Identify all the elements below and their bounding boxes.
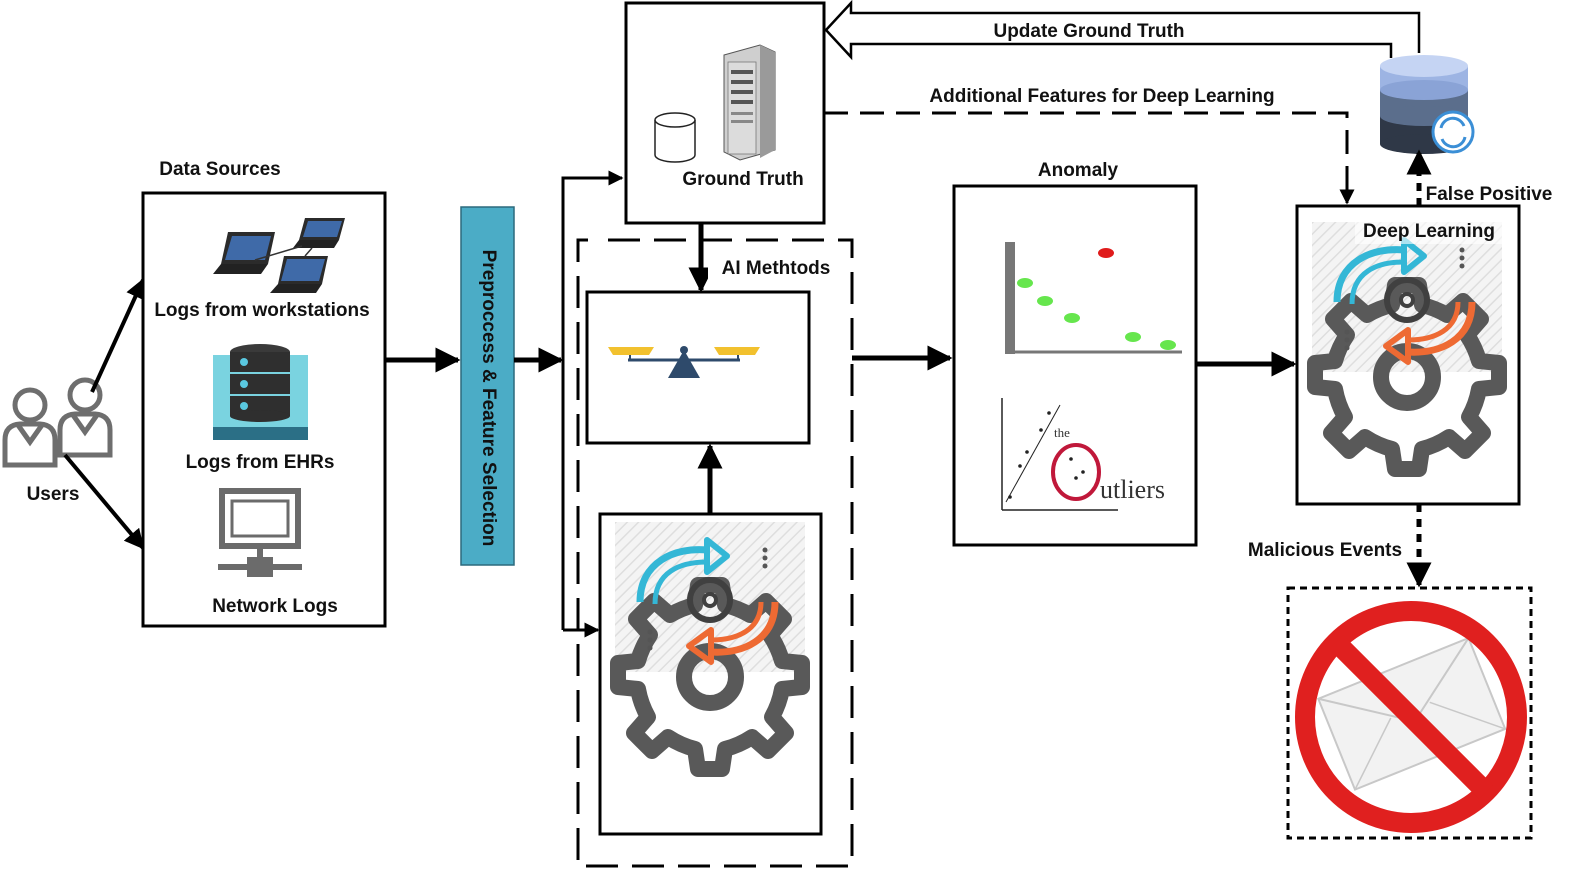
network-computer-icon [218,488,302,577]
malicious-events-label: Malicious Events [1248,540,1402,561]
scatter-plot-icon [1005,242,1182,354]
database-sync-icon [1380,55,1475,154]
preprocess-to-ground-truth-arrow [561,170,624,630]
additional-features-label: Additional Features for Deep Learning [929,86,1274,107]
outliers-word-text: utliers [1100,475,1165,504]
ai-scale-box [585,290,811,445]
laptop-network-icon [213,218,345,293]
outliers-logo: the utliers [1001,398,1165,511]
blocked-mail-icon [1295,601,1527,833]
preprocess-label: Preproccess & Feature Selection [478,250,499,547]
false-positive-label: False Positive [1426,184,1553,205]
preprocess-box [460,206,515,566]
additional-features-arrow [824,111,1355,205]
ai-methods-container [576,238,854,868]
server-database-icon [654,44,776,163]
users-label: Users [27,484,80,505]
balance-scale-icon [608,346,760,378]
ai-methods-title: AI Methtods [722,258,831,279]
update-ground-truth-label: Update Ground Truth [993,21,1184,42]
outliers-the-text: the [1054,425,1070,440]
ground-truth-label: Ground Truth [682,169,803,190]
users-to-sources-arrow-top [90,278,145,393]
logs-workstations-label: Logs from workstations [154,300,369,321]
anomaly-box [952,184,1198,547]
data-sources-title: Data Sources [159,159,280,180]
server-stack-icon [213,344,308,440]
anomaly-title: Anomaly [1038,160,1119,181]
logs-ehrs-label: Logs from EHRs [186,452,335,473]
update-ground-truth-arrow [824,0,1421,61]
users-to-sources-arrow-bottom [63,453,145,550]
deep-learning-title: Deep Learning [1363,221,1495,242]
network-logs-label: Network Logs [212,596,338,617]
users-icon [2,377,113,468]
